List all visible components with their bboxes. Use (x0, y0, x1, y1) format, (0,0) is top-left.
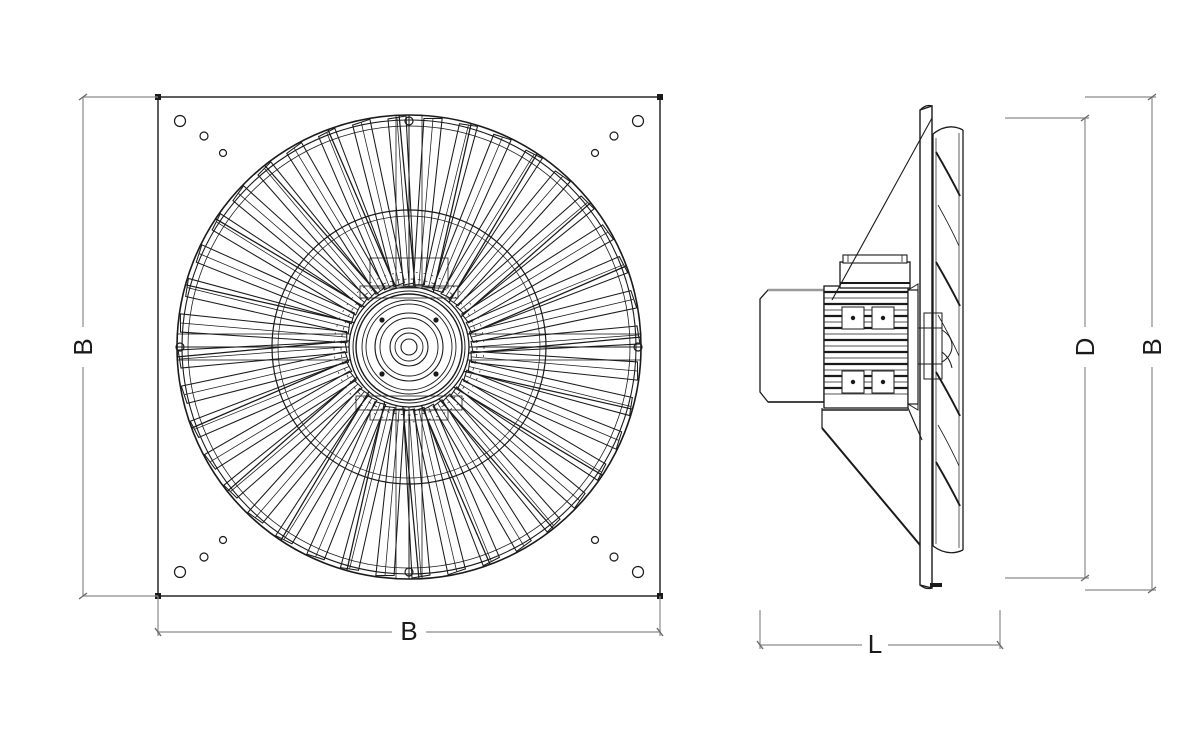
front-view (155, 94, 663, 599)
dimension-labels: B B D B L (68, 327, 1167, 662)
hub-tick-ring (333, 271, 485, 423)
dim-b-left-label: B (68, 338, 98, 355)
fan-cylinder (932, 126, 964, 554)
motor-lug-bolts (850, 315, 886, 385)
dim-b-right-label: B (1137, 338, 1167, 355)
motor-fan-cowl (759, 289, 825, 403)
motor-hub (348, 286, 470, 408)
motor-mounting-lugs (841, 306, 895, 394)
dim-b-bottom-label-bg (392, 612, 426, 648)
motor-flange-profile (907, 283, 919, 411)
dim-d-label: D (1070, 338, 1100, 357)
axial-impeller (176, 114, 642, 580)
plate-bottom-edge (919, 584, 933, 590)
dim-l-label-bg (862, 626, 888, 662)
plate-bottom-marker (930, 583, 942, 587)
dim-l-label: L (868, 629, 882, 659)
terminal-box-leader-line (831, 117, 933, 301)
dim-d-label-bg (1074, 327, 1098, 367)
side-view (759, 104, 964, 590)
electric-motor (759, 117, 933, 411)
hub-bolt-holes (379, 317, 439, 377)
dim-b-bottom-label: B (400, 616, 417, 646)
hub-cowl-plates (355, 257, 463, 421)
motor-end-flange (907, 289, 919, 405)
dim-b-left-label-bg (72, 327, 96, 367)
motor-terminal-box (839, 254, 911, 289)
support-bracket (821, 407, 923, 546)
cylinder-blade-edges (935, 151, 961, 507)
dim-b-right-label-bg (1141, 327, 1165, 367)
dimension-ticks (78, 93, 1157, 650)
plate-top-edge (919, 104, 933, 111)
mounting-plate (919, 105, 933, 589)
